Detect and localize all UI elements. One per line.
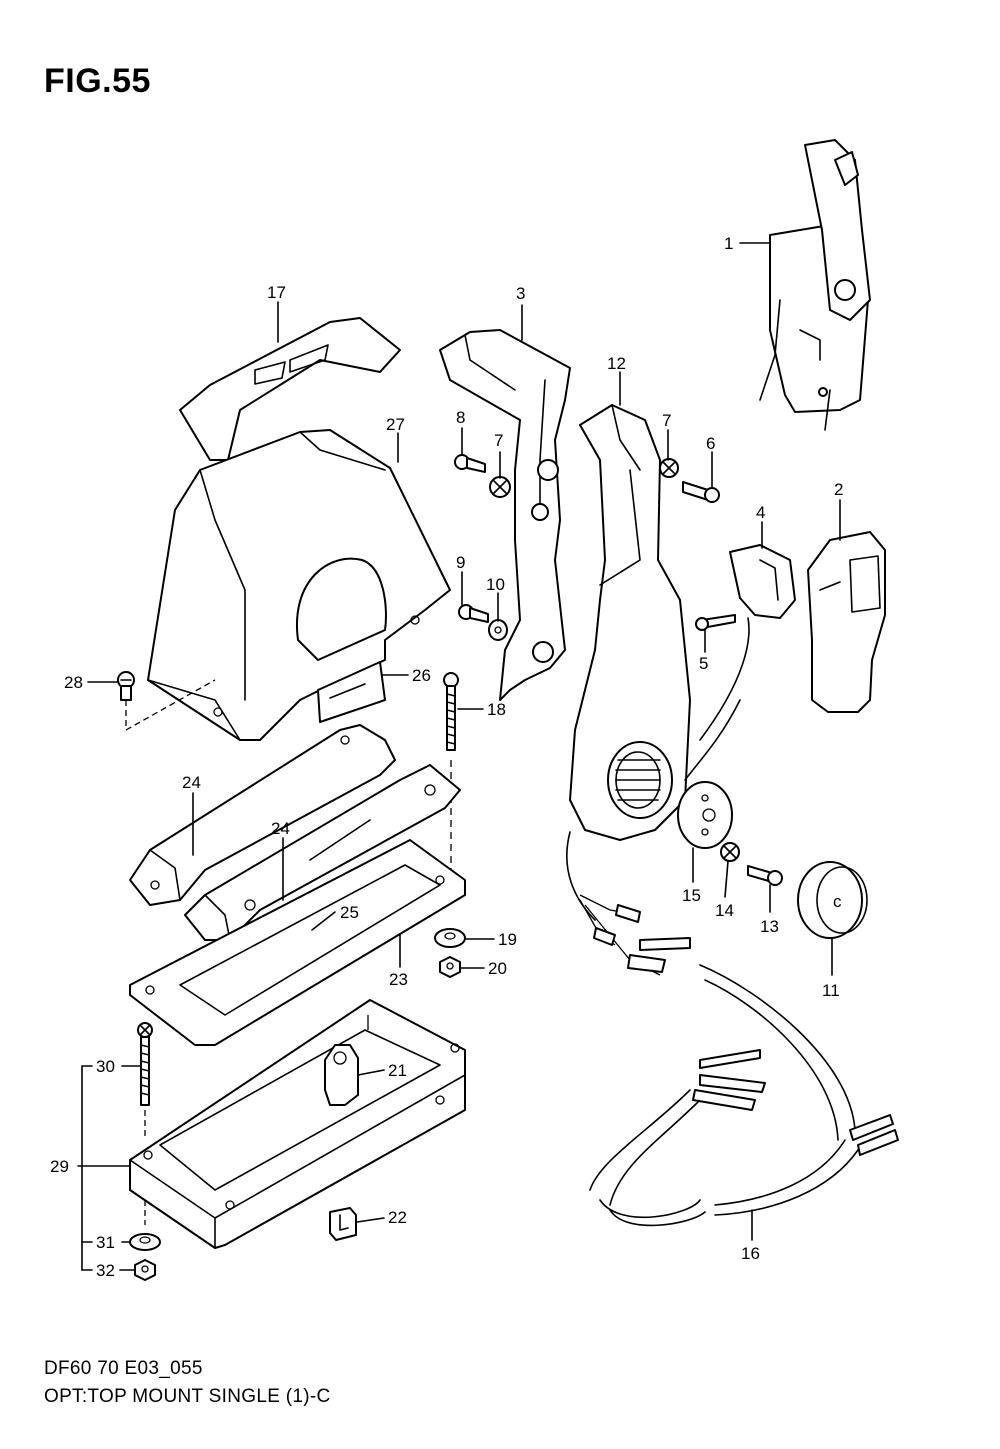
part-19-washer bbox=[434, 928, 466, 948]
callout-24a: 24 bbox=[182, 773, 201, 792]
leader-lines bbox=[77, 242, 841, 1271]
callout-27: 27 bbox=[386, 415, 405, 434]
part-20-nut bbox=[439, 956, 461, 978]
part-12-lever-arm bbox=[566, 404, 741, 921]
part-1-control-unit bbox=[759, 139, 871, 431]
part-5-screw bbox=[695, 614, 736, 631]
part-11-cap: c bbox=[797, 861, 868, 939]
callout-22: 22 bbox=[388, 1208, 407, 1227]
part-3-handle bbox=[439, 329, 571, 701]
part-14-washer bbox=[720, 842, 740, 862]
callout-13: 13 bbox=[760, 917, 779, 936]
part-9-bolt bbox=[458, 604, 489, 623]
part-2-grip bbox=[807, 531, 886, 713]
callout-12: 12 bbox=[607, 354, 626, 373]
callout-29: 29 bbox=[50, 1157, 69, 1176]
callout-4: 4 bbox=[756, 503, 765, 522]
callout-14: 14 bbox=[715, 901, 734, 920]
part-29-base-tray bbox=[129, 999, 466, 1249]
callout-2: 2 bbox=[834, 480, 843, 499]
part-13-screw bbox=[747, 865, 783, 886]
part-6-screw bbox=[682, 481, 720, 503]
callout-18: 18 bbox=[487, 700, 506, 719]
part-28-screw bbox=[117, 671, 216, 732]
callout-19: 19 bbox=[498, 930, 517, 949]
part-22-clip bbox=[329, 1207, 357, 1241]
part-26-plate bbox=[317, 661, 386, 723]
callout-11: 11 bbox=[822, 981, 840, 1000]
part-7a-washer bbox=[489, 476, 511, 498]
part-24-bracket-upper bbox=[129, 724, 396, 906]
callout-20: 20 bbox=[488, 959, 507, 978]
part-10-washer bbox=[488, 619, 508, 641]
callout-15: 15 bbox=[682, 886, 701, 905]
callout-21: 21 bbox=[388, 1061, 407, 1080]
part-8-bolt bbox=[454, 454, 486, 473]
figure-title: FIG.55 bbox=[44, 62, 151, 100]
part-15-plate bbox=[677, 781, 733, 849]
part-23-gasket bbox=[129, 839, 466, 1046]
part-18-screw bbox=[443, 672, 459, 880]
callout-24b: 24 bbox=[271, 819, 290, 838]
part-31-washer bbox=[129, 1233, 161, 1251]
part-7b-washer bbox=[659, 458, 679, 478]
callout-25: 25 bbox=[340, 903, 359, 922]
callout-28: 28 bbox=[64, 673, 83, 692]
callout-9: 9 bbox=[456, 553, 465, 572]
callout-5: 5 bbox=[699, 654, 708, 673]
part-32-nut bbox=[134, 1259, 156, 1281]
diagram-caption: OPT:TOP MOUNT SINGLE (1)-C bbox=[44, 1386, 331, 1407]
callout-32: 32 bbox=[96, 1261, 115, 1280]
callout-8: 8 bbox=[456, 408, 465, 427]
callout-30: 30 bbox=[96, 1057, 115, 1076]
part-30-screw bbox=[137, 1022, 153, 1225]
callout-26: 26 bbox=[412, 666, 431, 685]
callout-31: 31 bbox=[96, 1233, 115, 1252]
part-27-housing bbox=[147, 429, 451, 741]
part-16-wire-harness bbox=[579, 894, 899, 1227]
diagram-code: DF60 70 E03_055 bbox=[44, 1358, 203, 1379]
callout-3: 3 bbox=[516, 284, 525, 303]
callout-16: 16 bbox=[741, 1244, 760, 1263]
callout-7a: 7 bbox=[494, 431, 503, 450]
part-4-switch bbox=[699, 544, 796, 741]
callout-6: 6 bbox=[706, 434, 715, 453]
callout-7b: 7 bbox=[662, 411, 671, 430]
callout-23: 23 bbox=[389, 970, 408, 989]
part-17-top-cover bbox=[179, 317, 401, 461]
cap-letter: c bbox=[833, 892, 842, 911]
callout-1: 1 bbox=[724, 234, 733, 253]
callout-labels: 1 2 3 4 5 6 7 7 8 9 10 11 12 13 14 15 16… bbox=[50, 234, 843, 1280]
part-21-post bbox=[324, 1044, 359, 1106]
callout-10: 10 bbox=[486, 575, 505, 594]
callout-17: 17 bbox=[267, 283, 286, 302]
